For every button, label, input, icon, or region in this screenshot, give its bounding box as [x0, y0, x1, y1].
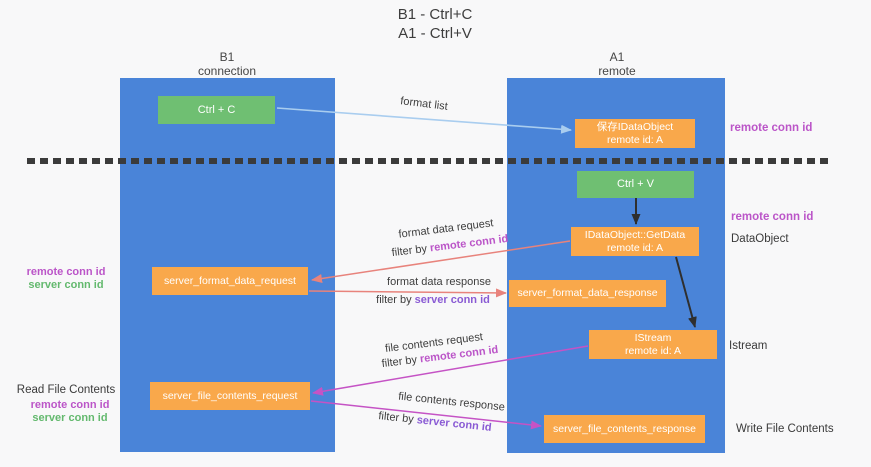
- node-istream: IStream remote id: A: [589, 330, 717, 359]
- lane-header-remote: remote: [598, 64, 636, 78]
- node-ctrl-v-label: Ctrl + V: [617, 178, 654, 190]
- node-server-file-contents-response-label: server_file_contents_response: [552, 422, 696, 435]
- label-file-contents-response: file contents response: [397, 390, 506, 414]
- note-server-conn-id-left-1: server conn id: [28, 279, 104, 291]
- node-save-idataobject: 保存IDataObject remote id: A: [575, 119, 695, 148]
- node-save-idataobject-line2: remote id: A: [606, 133, 664, 146]
- filter-by-prefix: filter by: [377, 410, 418, 427]
- node-idataobject-getdata-line1: IDataObject::GetData: [584, 228, 686, 241]
- node-save-idataobject-line1: 保存IDataObject: [596, 120, 674, 133]
- note-remote-conn-id-top-right: remote conn id: [730, 122, 813, 134]
- remote-conn-id-text: remote conn id: [429, 232, 509, 255]
- phase-divider-dashed-line: [27, 158, 830, 164]
- lane-header-b1-connection: B1 connection: [160, 50, 294, 78]
- lane-header-a1: A1: [609, 50, 625, 64]
- node-server-file-contents-request: server_file_contents_request: [150, 382, 310, 410]
- node-server-format-data-request-label: server_format_data_request: [164, 274, 296, 287]
- node-server-format-data-response: server_format_data_response: [509, 280, 666, 307]
- note-dataobject: DataObject: [731, 233, 789, 245]
- title-line-1: B1 - Ctrl+C: [397, 6, 473, 23]
- arrow-format-data-response: [308, 288, 507, 298]
- filter-by-prefix: filter by: [376, 294, 415, 306]
- node-ctrl-c-label: Ctrl + C: [197, 103, 236, 116]
- node-istream-line2: remote id: A: [624, 344, 682, 357]
- note-write-file-contents: Write File Contents: [736, 423, 834, 435]
- label-format-list: format list: [399, 95, 449, 113]
- node-server-file-contents-request-label: server_file_contents_request: [162, 389, 298, 402]
- note-conn-ids-left-upper: remote conn id server conn id: [20, 266, 112, 292]
- title-line-2: A1 - Ctrl+V: [398, 25, 472, 42]
- note-istream: Istream: [729, 340, 768, 352]
- node-server-file-contents-response: server_file_contents_response: [544, 415, 705, 443]
- note-conn-ids-left-lower: remote conn id server conn id: [20, 399, 120, 425]
- note-server-conn-id-left-2: server conn id: [32, 412, 108, 424]
- filter-by-prefix: filter by: [391, 242, 431, 260]
- node-istream-line1: IStream: [634, 331, 672, 344]
- note-remote-conn-id-left-1: remote conn id: [26, 266, 106, 278]
- note-read-file-contents: Read File Contents: [16, 384, 116, 396]
- note-remote-conn-id-left-2: remote conn id: [30, 399, 110, 411]
- node-ctrl-c: Ctrl + C: [158, 96, 275, 124]
- label-filter-by-server-conn-id-2: filter by server conn id: [376, 410, 495, 434]
- note-remote-conn-id-mid-right: remote conn id: [731, 211, 814, 223]
- node-idataobject-getdata: IDataObject::GetData remote id: A: [571, 227, 699, 256]
- server-conn-id-text: server conn id: [414, 294, 490, 306]
- node-idataobject-getdata-line2: remote id: A: [606, 241, 664, 254]
- server-conn-id-text: server conn id: [416, 414, 493, 434]
- lane-header-connection: connection: [197, 64, 257, 78]
- diagram-title: B1 - Ctrl+C A1 - Ctrl+V: [300, 5, 570, 43]
- node-server-format-data-request: server_format_data_request: [152, 267, 308, 295]
- label-format-data-response: format data response: [387, 276, 491, 288]
- lane-header-a1-remote: A1 remote: [550, 50, 684, 78]
- lane-header-b1: B1: [219, 50, 235, 64]
- label-filter-by-server-conn-id-1: filter by server conn id: [376, 294, 490, 306]
- node-server-format-data-response-label: server_format_data_response: [517, 287, 658, 299]
- filter-by-prefix: filter by: [381, 353, 421, 371]
- node-ctrl-v: Ctrl + V: [577, 171, 694, 198]
